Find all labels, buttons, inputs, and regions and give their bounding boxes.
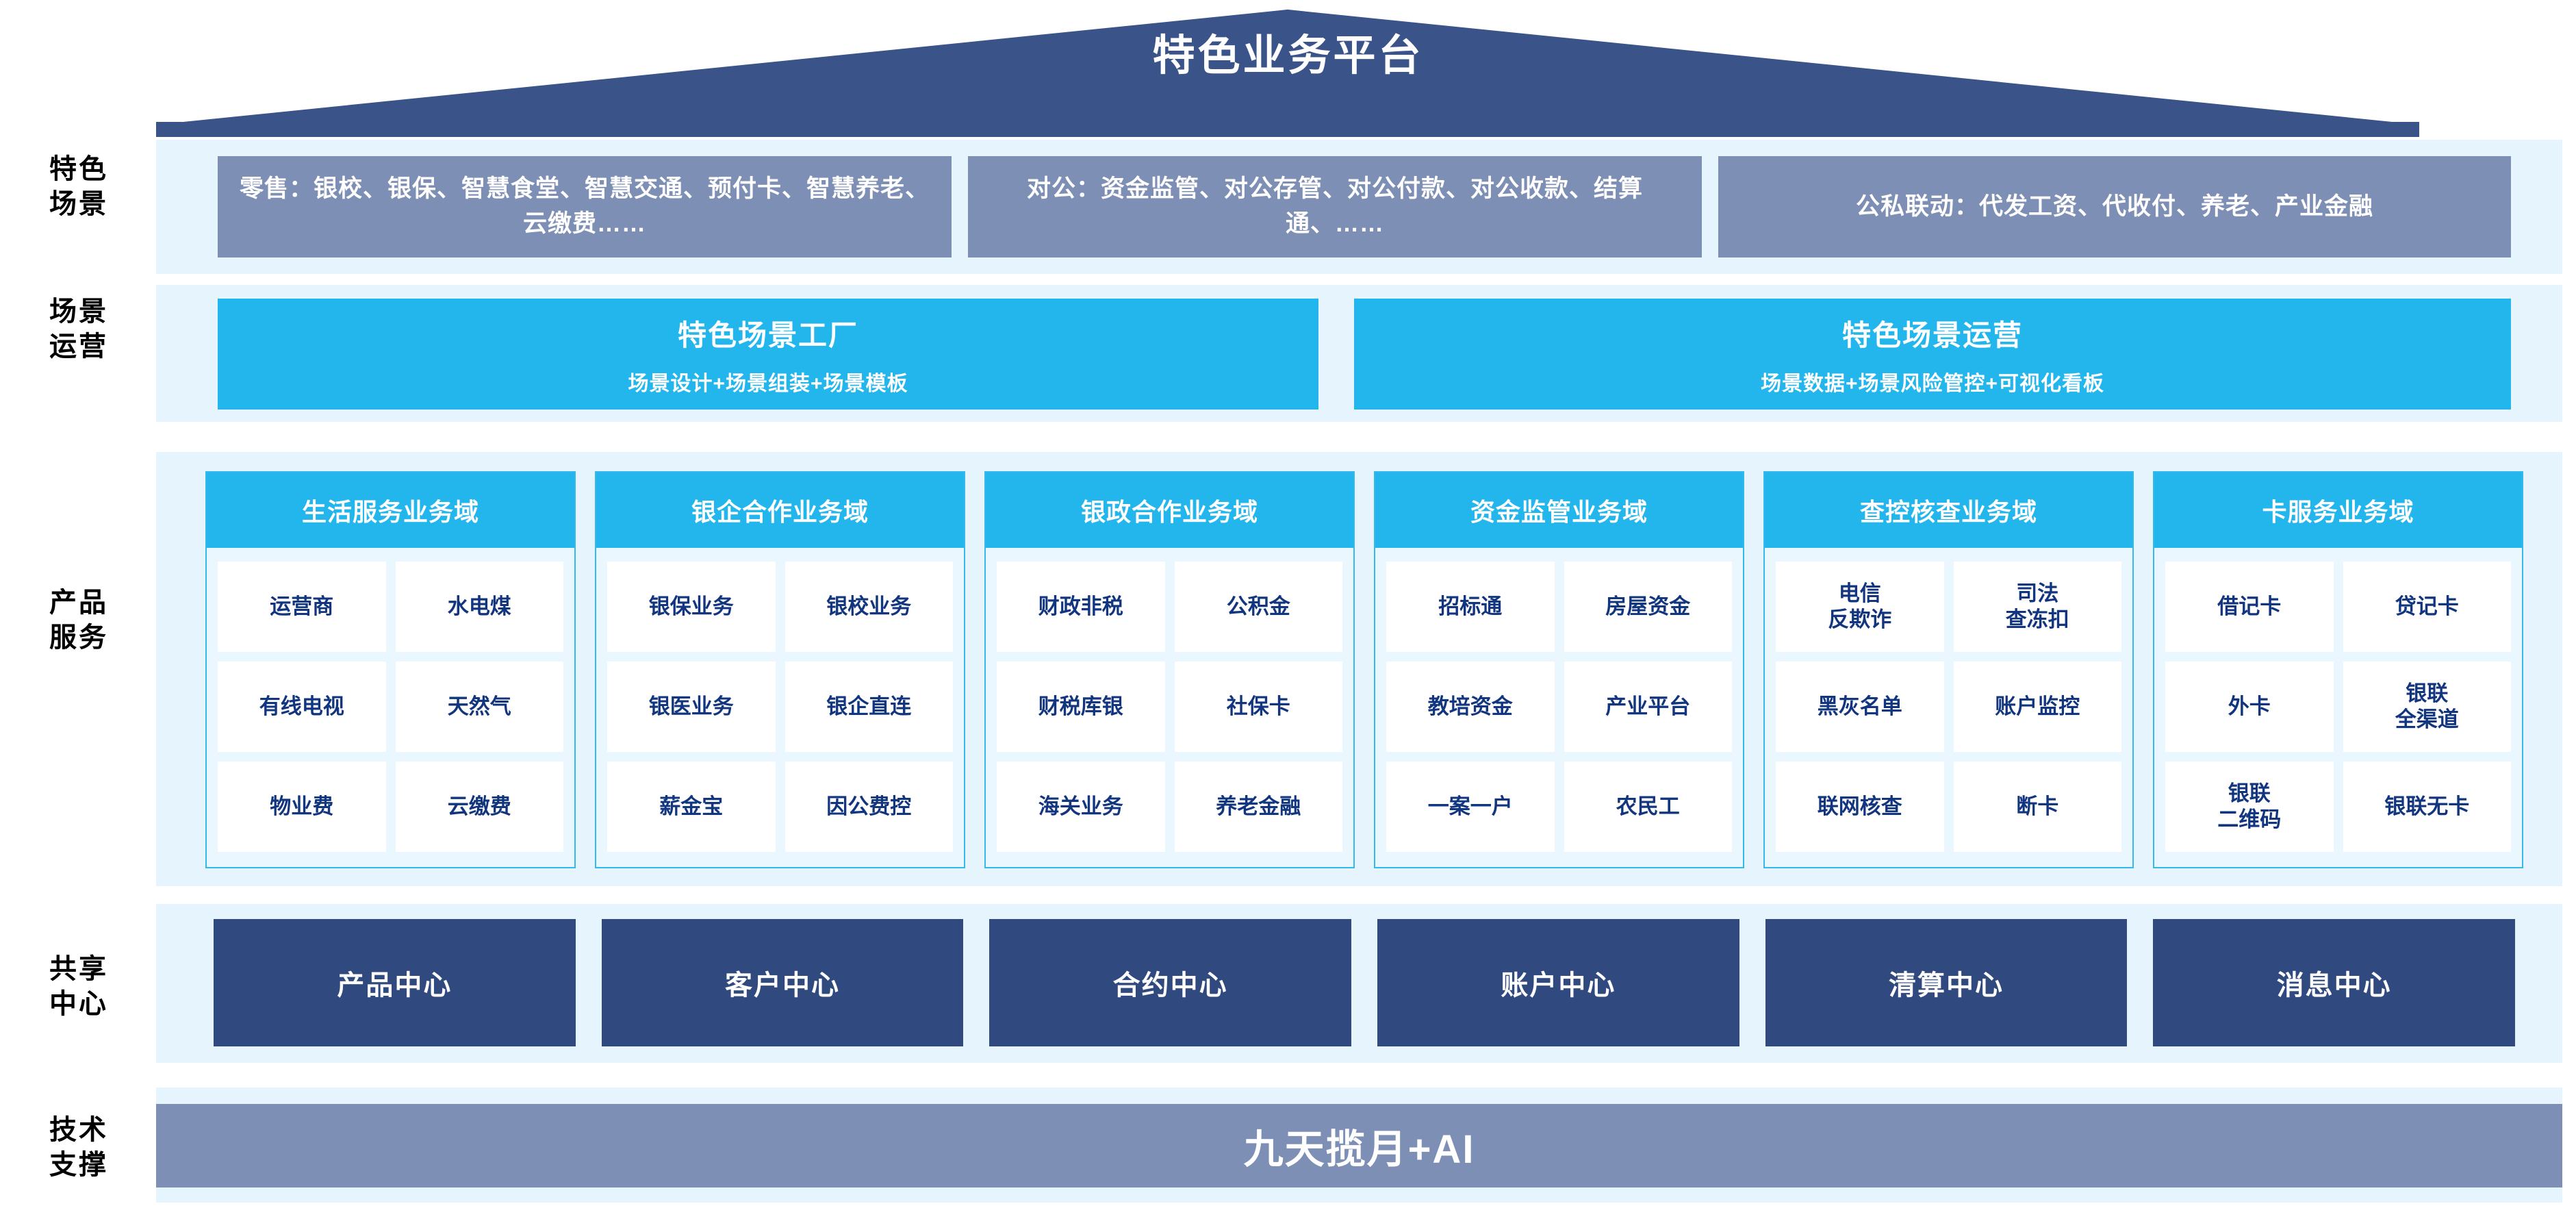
domain-cells-life-service: 运营商 水电煤 有线电视 天然气 物业费 云缴费: [207, 548, 574, 867]
platform-header-banner: 特色业务平台: [0, 0, 2576, 137]
domain-cells-inquiry-verification: 电信 反欺诈 司法 查冻扣 黑灰名单 账户监控 联网核查 断卡: [1765, 548, 2132, 867]
domain-column-bank-government[interactable]: 银政合作业务域 财政非税 公积金 财税库银 社保卡 海关业务 养老金融: [984, 471, 1355, 868]
domain-header-fund-supervision: 资金监管业务域: [1375, 473, 1743, 548]
domain-cell[interactable]: 薪金宝: [607, 762, 776, 852]
domain-column-bank-enterprise[interactable]: 银企合作业务域 银保业务 银校业务 银医业务 银企直连 薪金宝 因公费控: [595, 471, 965, 868]
domain-cell[interactable]: 公积金: [1174, 562, 1342, 652]
domain-cell[interactable]: 联网核查: [1776, 762, 1944, 852]
domain-cell[interactable]: 银保业务: [607, 562, 776, 652]
domain-cell[interactable]: 有线电视: [218, 662, 386, 752]
shared-center-account-center[interactable]: 账户中心: [1377, 919, 1739, 1046]
domain-cell[interactable]: 天然气: [395, 662, 563, 752]
product-domain-row: 生活服务业务域 运营商 水电煤 有线电视 天然气 物业费 云缴费 银企合作业务域…: [205, 471, 2523, 868]
domain-cell[interactable]: 银联无卡: [2343, 762, 2511, 852]
domain-cell[interactable]: 银校业务: [785, 562, 953, 652]
operation-row: 特色场景工厂 场景设计+场景组装+场景模板 特色场景运营 场景数据+场景风险管控…: [218, 299, 2511, 410]
ops-box-scene-factory[interactable]: 特色场景工厂 场景设计+场景组装+场景模板: [218, 299, 1318, 410]
domain-cell[interactable]: 一案一户: [1386, 762, 1555, 852]
domain-header-bank-enterprise: 银企合作业务域: [596, 473, 964, 548]
tech-support-bar[interactable]: 九天揽月+AI: [156, 1104, 2562, 1187]
ops-title-scene-factory: 特色场景工厂: [677, 318, 858, 351]
domain-cell[interactable]: 司法 查冻扣: [1953, 562, 2121, 652]
domain-cells-bank-government: 财政非税 公积金 财税库银 社保卡 海关业务 养老金融: [986, 548, 1353, 867]
domain-cell[interactable]: 外卡: [2165, 662, 2334, 752]
domain-cell[interactable]: 银联 全渠道: [2343, 662, 2511, 752]
domain-cells-bank-enterprise: 银保业务 银校业务 银医业务 银企直连 薪金宝 因公费控: [596, 548, 964, 867]
ops-title-scene-operation: 特色场景运营: [1841, 318, 2023, 351]
shared-center-message-center[interactable]: 消息中心: [2153, 919, 2516, 1046]
row-label-tech: 技术 支撑: [49, 1115, 108, 1181]
domain-cell[interactable]: 房屋资金: [1564, 562, 1732, 652]
domain-column-card-service[interactable]: 卡服务业务域 借记卡 贷记卡 外卡 银联 全渠道 银联 二维码 银联无卡: [2153, 471, 2523, 868]
domain-cell[interactable]: 电信 反欺诈: [1776, 562, 1944, 652]
domain-cell[interactable]: 社保卡: [1174, 662, 1342, 752]
domain-cell[interactable]: 教培资金: [1386, 662, 1555, 752]
domain-header-bank-government: 银政合作业务域: [986, 473, 1353, 548]
domain-cell[interactable]: 财政非税: [997, 562, 1165, 652]
domain-cell[interactable]: 银联 二维码: [2165, 762, 2334, 852]
shared-center-product-center[interactable]: 产品中心: [214, 919, 576, 1046]
shared-center-row: 产品中心 客户中心 合约中心 账户中心 清算中心 消息中心: [214, 919, 2516, 1046]
domain-column-inquiry-verification[interactable]: 查控核查业务域 电信 反欺诈 司法 查冻扣 黑灰名单 账户监控 联网核查 断卡: [1763, 471, 2134, 868]
domain-cell[interactable]: 农民工: [1564, 762, 1732, 852]
domain-cell[interactable]: 运营商: [218, 562, 386, 652]
scenario-box-public-private[interactable]: 公私联动：代发工资、代收付、养老、产业金融: [1718, 156, 2511, 257]
domain-cell[interactable]: 水电煤: [395, 562, 563, 652]
domain-cell[interactable]: 账户监控: [1953, 662, 2121, 752]
domain-cell[interactable]: 物业费: [218, 762, 386, 852]
scenario-box-retail[interactable]: 零售：银校、银保、智慧食堂、智慧交通、预付卡、智慧养老、云缴费……: [218, 156, 952, 257]
ops-subtitle-scene-operation: 场景数据+场景风险管控+可视化看板: [1760, 372, 2105, 395]
domain-cell[interactable]: 贷记卡: [2343, 562, 2511, 652]
domain-cell[interactable]: 财税库银: [997, 662, 1165, 752]
domain-cell[interactable]: 产业平台: [1564, 662, 1732, 752]
page-title: 特色业务平台: [1152, 32, 1424, 79]
row-label-product: 产品 服务: [49, 588, 108, 653]
domain-column-life-service[interactable]: 生活服务业务域 运营商 水电煤 有线电视 天然气 物业费 云缴费: [205, 471, 576, 868]
domain-cell[interactable]: 云缴费: [395, 762, 563, 852]
domain-cell[interactable]: 因公费控: [785, 762, 953, 852]
domain-cell[interactable]: 养老金融: [1174, 762, 1342, 852]
domain-cell[interactable]: 断卡: [1953, 762, 2121, 852]
scenario-box-corporate[interactable]: 对公：资金监管、对公存管、对公付款、对公收款、结算通、……: [968, 156, 1702, 257]
domain-cell[interactable]: 银医业务: [607, 662, 776, 752]
domain-cells-card-service: 借记卡 贷记卡 外卡 银联 全渠道 银联 二维码 银联无卡: [2154, 548, 2522, 867]
shared-center-contract-center[interactable]: 合约中心: [989, 919, 1352, 1046]
domain-cell[interactable]: 黑灰名单: [1776, 662, 1944, 752]
row-label-shared: 共享 中心: [49, 954, 108, 1020]
ops-subtitle-scene-factory: 场景设计+场景组装+场景模板: [628, 372, 908, 395]
scenario-row: 零售：银校、银保、智慧食堂、智慧交通、预付卡、智慧养老、云缴费…… 对公：资金监…: [218, 156, 2511, 257]
domain-header-life-service: 生活服务业务域: [207, 473, 574, 548]
row-label-operation: 场景 运营: [49, 297, 108, 362]
domain-header-card-service: 卡服务业务域: [2154, 473, 2522, 548]
shared-center-clearing-center[interactable]: 清算中心: [1765, 919, 2128, 1046]
row-label-scenario: 特色 场景: [49, 154, 108, 220]
domain-header-inquiry-verification: 查控核查业务域: [1765, 473, 2132, 548]
domain-cells-fund-supervision: 招标通 房屋资金 教培资金 产业平台 一案一户 农民工: [1375, 548, 1743, 867]
domain-cell[interactable]: 海关业务: [997, 762, 1165, 852]
shared-center-customer-center[interactable]: 客户中心: [601, 919, 964, 1046]
domain-cell[interactable]: 借记卡: [2165, 562, 2334, 652]
ops-box-scene-operation[interactable]: 特色场景运营 场景数据+场景风险管控+可视化看板: [1354, 299, 2511, 410]
domain-column-fund-supervision[interactable]: 资金监管业务域 招标通 房屋资金 教培资金 产业平台 一案一户 农民工: [1374, 471, 1744, 868]
domain-cell[interactable]: 招标通: [1386, 562, 1555, 652]
domain-cell[interactable]: 银企直连: [785, 662, 953, 752]
